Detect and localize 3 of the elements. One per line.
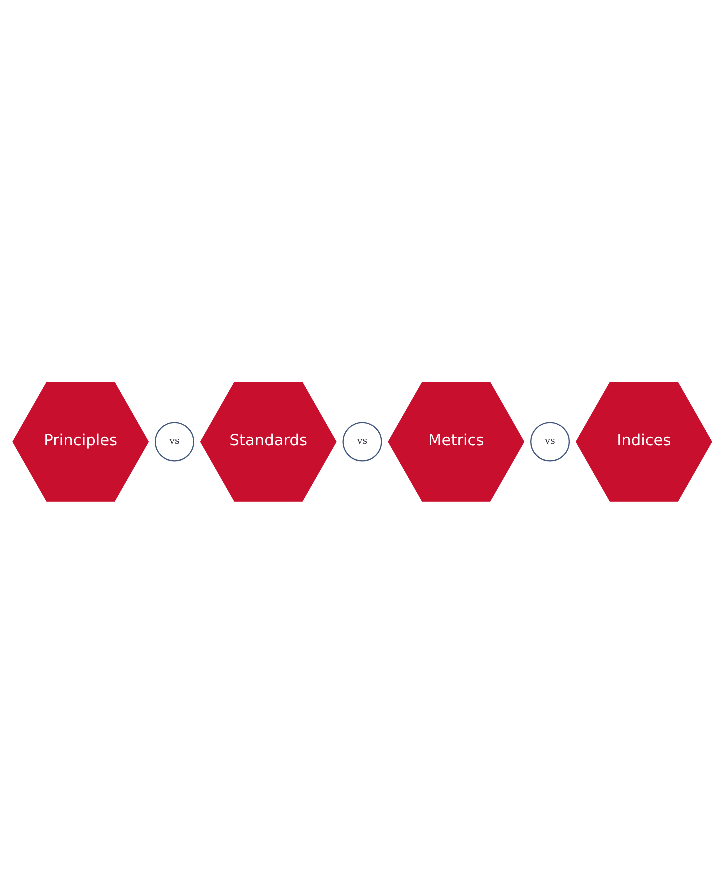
node-circle: vs [530,422,570,462]
node-circle: vs [154,422,194,462]
node-circle: vs [342,422,382,462]
